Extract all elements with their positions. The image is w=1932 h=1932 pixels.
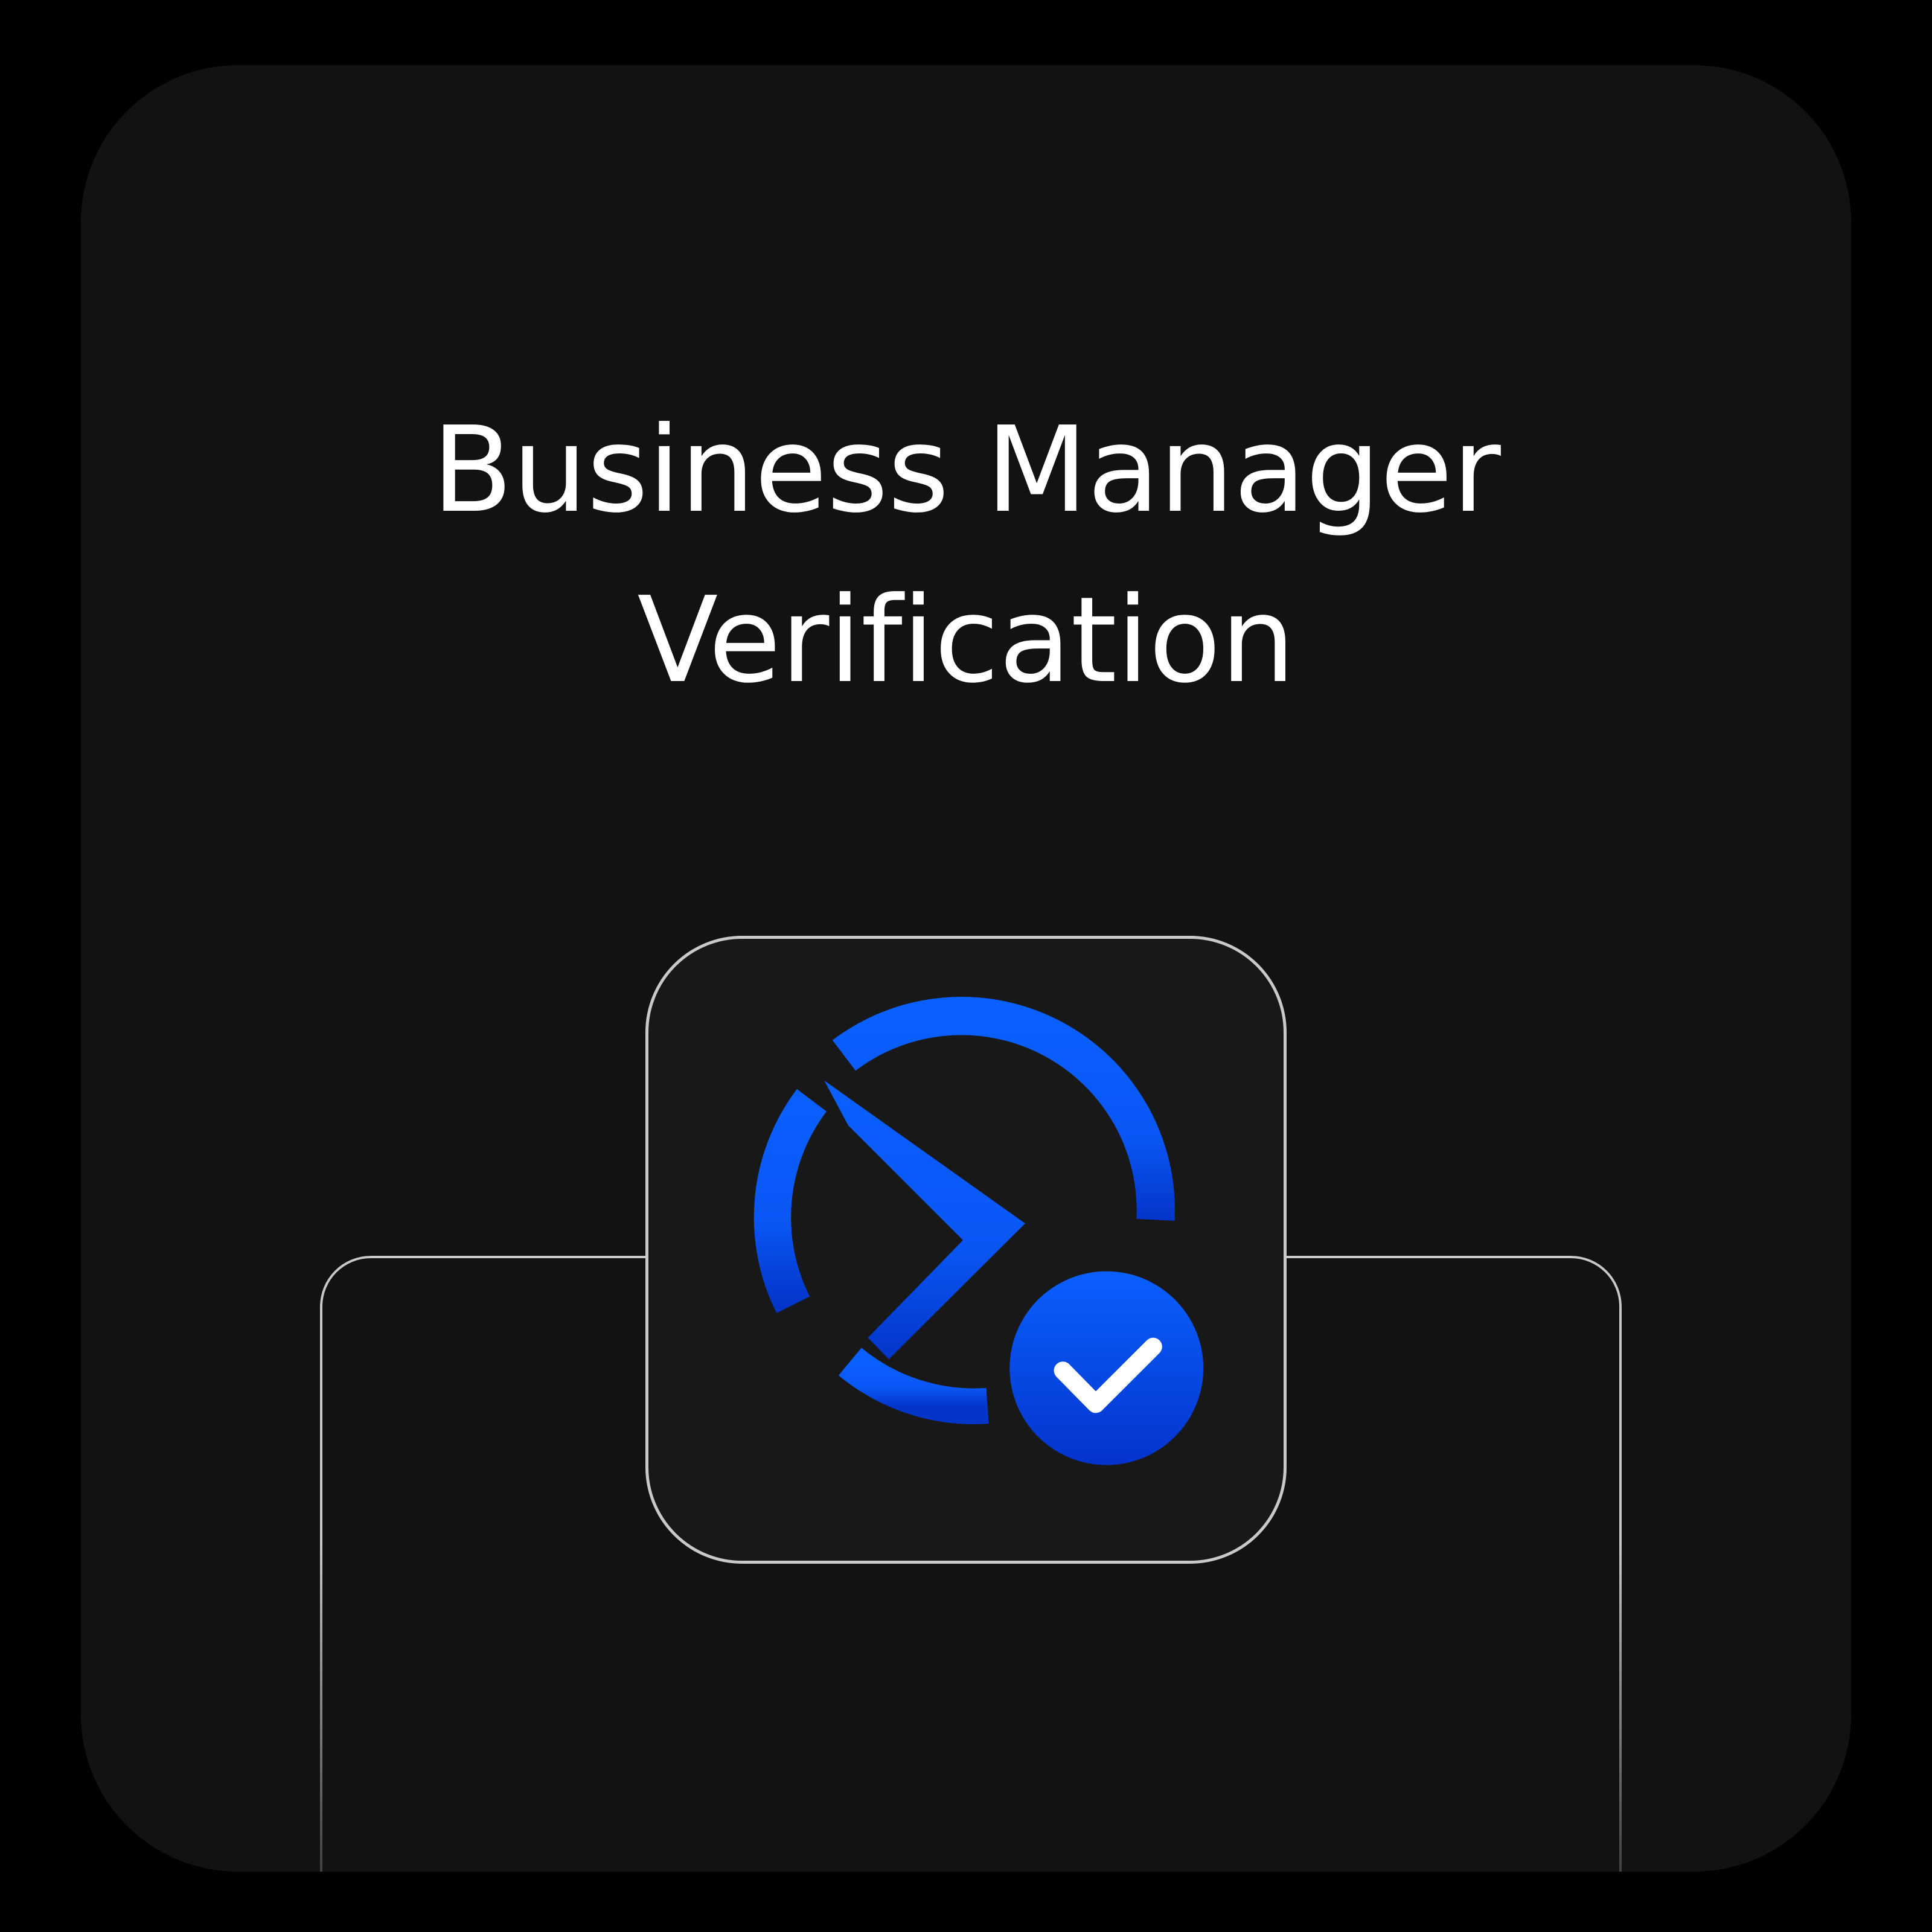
verified-check-icon — [1000, 1261, 1214, 1475]
verification-card: Business Manager Verification — [81, 65, 1851, 1872]
app-icon-tile — [645, 936, 1287, 1564]
title-line-2: Verification — [637, 572, 1295, 709]
title-line-1: Business Manager — [432, 401, 1501, 539]
page-title: Business Manager Verification — [81, 385, 1851, 726]
business-manager-logo-icon — [753, 997, 1214, 1475]
